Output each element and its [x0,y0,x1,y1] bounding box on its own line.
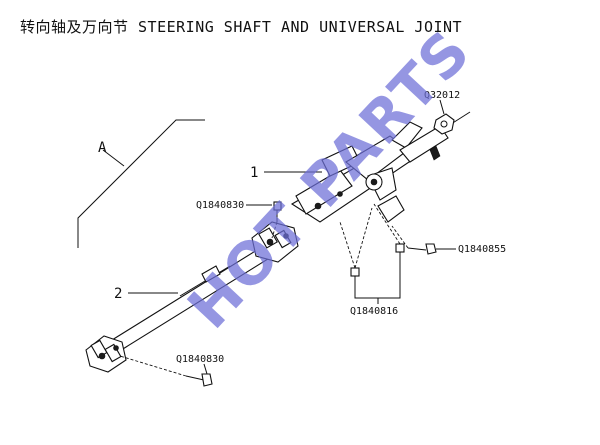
steering-column-housing [290,135,413,223]
assembly-a-bracket [77,119,205,248]
bolt-lower [119,355,213,387]
upper-bracket [391,111,471,163]
bolt-upper-left [271,201,282,239]
item2-label: 2 [114,286,122,302]
middle-universal-joint [251,221,299,263]
top-nut-leader [439,99,445,115]
top-nut [433,113,455,135]
bolt-center-left [339,221,360,286]
bolts-center-leader [354,262,401,299]
part-number-bolt-lower: Q1840830 [176,354,224,365]
watermark-text: HOT PARTS [175,16,485,341]
part-number-bolts-center: Q1840816 [350,306,398,317]
bolt-right [391,225,437,255]
part-number-bolt-upper-left: Q1840830 [196,200,244,211]
assembly-a-label: A [98,140,107,156]
bolt-lower-leader [203,363,208,375]
part-number-bolt-right: Q1840855 [458,244,506,255]
part-number-top-nut: Q32012 [424,90,460,101]
item1-label: 1 [250,165,258,181]
bolt-center-right [354,203,405,269]
lower-universal-joint [85,335,127,373]
diagram-title: 转向轴及万向节 STEERING SHAFT AND UNIVERSAL JOI… [20,18,462,36]
